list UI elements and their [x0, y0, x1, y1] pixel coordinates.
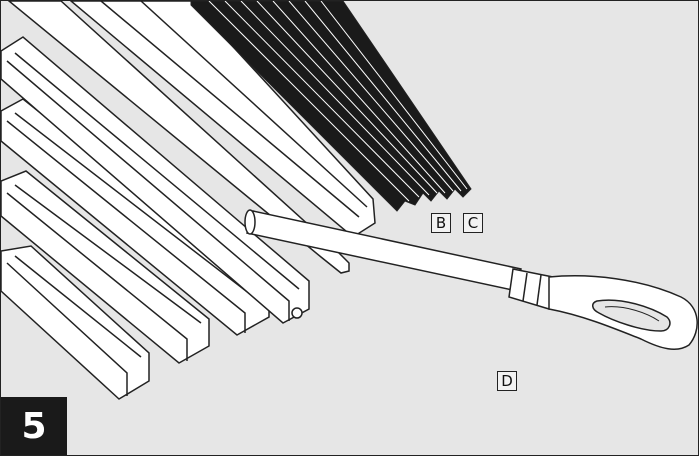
screwdriver [244, 209, 698, 351]
step-badge: 5 [1, 397, 67, 455]
part-label-b: B [431, 213, 451, 233]
part-label-c: C [463, 213, 483, 233]
screwdriver-collar [508, 268, 554, 310]
step-number: 5 [21, 406, 47, 447]
rail-4 [1, 36, 310, 324]
rail-5 [7, 1, 350, 274]
rail-1 [1, 245, 150, 400]
seal-strip-bundle [190, 1, 472, 212]
profile-rails [1, 1, 376, 400]
rail-6 [69, 1, 376, 238]
part-label-d: D [497, 371, 517, 391]
